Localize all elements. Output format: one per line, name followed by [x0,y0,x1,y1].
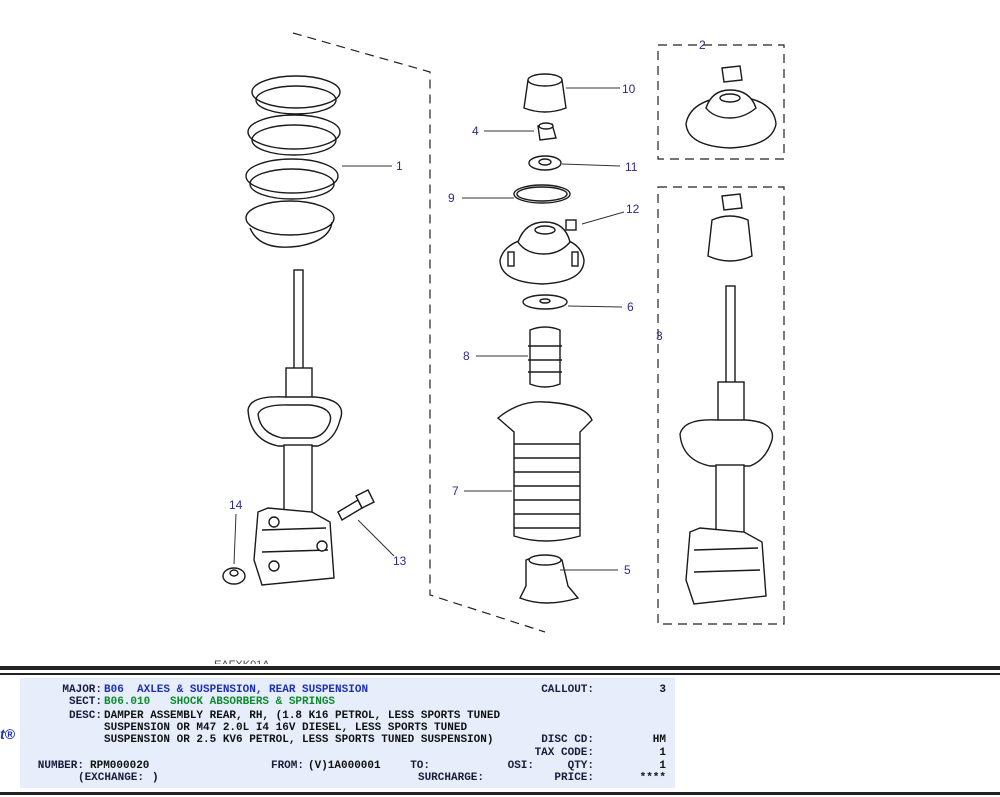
strut-assembly-left [247,269,343,586]
nut-14 [222,567,246,585]
callout-5: 5 [624,563,631,577]
number-label: NUMBER: [37,760,84,772]
seal-ring-9 [513,184,571,204]
assembly-group-outline [292,32,546,633]
bump-stop-8 [528,326,562,388]
callout-9: 9 [448,191,455,205]
nut-4 [537,122,557,141]
callout-13: 13 [393,554,407,568]
panel-top-border-2 [0,673,1000,675]
disc-label: DISC CD: [541,734,594,746]
group-box-3 [657,186,785,625]
to-label: TO: [410,760,430,772]
group-box-2 [657,44,785,160]
callout-6: 6 [627,300,634,314]
part-info-panel: t® MAJOR: B06 AXLES & SUSPENSION, REAR S… [0,664,1000,797]
top-mount-assembly-2 [685,65,777,149]
spring-seat-5 [519,554,580,604]
callout-3: 3 [656,329,663,343]
panel-top-border [0,666,1000,670]
brand-logo-fragment: t® [0,726,15,742]
callout-7: 7 [452,484,459,498]
sect-value: B06.010 SHOCK ABSORBERS & SPRINGS [104,696,336,708]
exchange-value: ) [152,772,159,784]
from-value: (V)1A000001 [308,760,381,772]
washer-6 [522,294,568,310]
number-value: RPM000020 [90,760,150,772]
desc-line-1: DAMPER ASSEMBLY REAR, RH, (1.8 K16 PETRO… [104,710,501,722]
strut-assembly-3 [679,193,774,605]
qty-label: QTY: [567,760,594,772]
exploded-parts-diagram: 1 2 3 4 5 6 7 8 9 10 11 12 13 14 EAFXK01… [214,32,785,668]
surcharge-label: SURCHARGE: [417,772,484,784]
callout-12: 12 [626,202,640,216]
cap-10 [523,73,567,113]
tax-label: TAX CODE: [534,747,594,759]
disc-value: HM [652,734,666,746]
bolt-13 [337,489,375,521]
desc-line-3: SUSPENSION OR 2.5 KV6 PETROL, LESS SPORT… [104,734,494,746]
callout-2: 2 [699,38,706,52]
callout-14: 14 [229,498,243,512]
tax-value: 1 [659,747,666,759]
exchange-label: (EXCHANGE: [77,772,144,784]
price-label: PRICE: [554,772,594,784]
qty-value: 1 [659,760,666,772]
callout-4: 4 [472,124,479,138]
washer-11 [528,155,562,171]
dust-boot-7 [496,401,593,542]
from-label: FROM: [270,760,304,772]
major-value: B06 AXLES & SUSPENSION, REAR SUSPENSION [104,684,369,696]
price-value: **** [639,772,666,784]
callout-8: 8 [463,349,470,363]
callout-10: 10 [622,82,636,96]
callout-11: 11 [625,160,638,174]
osi-label: OSI: [507,760,534,772]
desc-line-2: SUSPENSION OR M47 2.0L I4 16V DIESEL, LE… [104,722,468,734]
major-label: MAJOR: [62,684,102,696]
callout-1: 1 [396,159,403,173]
leader-lines [233,87,625,571]
figure-code: EAFXK01A [214,659,270,668]
sect-label: SECT: [68,696,102,708]
callout-label: CALLOUT: [541,684,594,696]
panel-bottom-border [0,792,1000,795]
callout-value: 3 [659,684,666,696]
top-mount-12 [499,219,585,285]
part-details-box [20,678,675,788]
coil-spring [245,75,341,248]
desc-label: DESC: [68,710,102,722]
